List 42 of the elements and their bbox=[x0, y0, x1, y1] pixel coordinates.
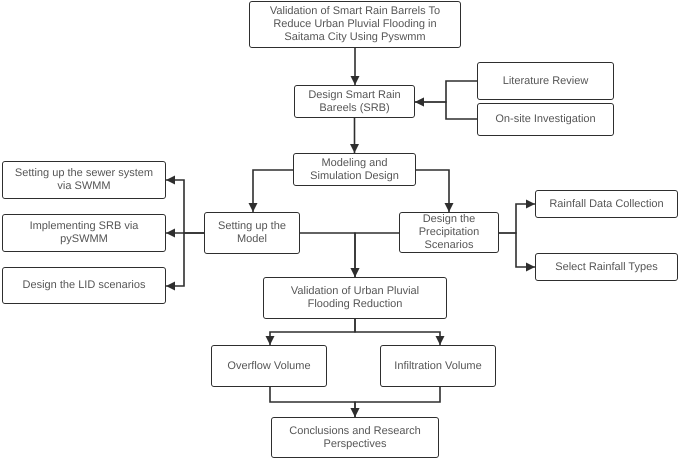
arrow bbox=[350, 48, 360, 85]
step-text: Setting up the sewer system via SWMM bbox=[14, 167, 154, 193]
process-box bbox=[271, 417, 439, 458]
title-box bbox=[249, 1, 461, 48]
process-box bbox=[380, 345, 496, 387]
step-text: Select Rainfall Types bbox=[555, 260, 658, 274]
step-text: On-site Investigation bbox=[495, 113, 596, 126]
step-text: Infiltration Volume bbox=[394, 360, 482, 372]
step-text: Implementing SRB via pySWMM bbox=[28, 220, 140, 246]
step-text: Design the Precipitation Scenarios bbox=[418, 213, 480, 252]
arrow bbox=[248, 169, 293, 212]
arrow bbox=[166, 232, 204, 290]
process-box bbox=[293, 153, 416, 186]
step-text: Setting up the Model bbox=[217, 220, 287, 246]
arrow bbox=[350, 232, 399, 277]
step-text: Design the LID scenarios bbox=[22, 279, 146, 292]
process-box bbox=[2, 161, 166, 199]
process-box bbox=[535, 190, 678, 218]
step-text: Validation of Smart Rain Barrels To Reduce Urban Pluvial Flooding in Saitama City Using Pyswmm bbox=[268, 5, 442, 44]
step-text: Modeling and Simulation Design bbox=[309, 156, 400, 182]
process-box bbox=[263, 277, 447, 319]
process-box bbox=[535, 253, 678, 281]
step-text: Validation of Urban Pluvial Flooding Reduction bbox=[290, 285, 420, 311]
process-box bbox=[2, 214, 166, 252]
process-box bbox=[211, 345, 327, 387]
step-text: Design Smart Rain Bareels (SRB) bbox=[307, 88, 402, 114]
process-box bbox=[477, 62, 614, 100]
step-text: Conclusions and Research Perspectives bbox=[288, 424, 422, 450]
process-box bbox=[2, 267, 166, 304]
process-box bbox=[204, 212, 300, 254]
step-text: Rainfall Data Collection bbox=[549, 198, 664, 210]
step-text: Overflow Volume bbox=[227, 360, 311, 372]
process-box bbox=[477, 103, 614, 136]
arrow bbox=[416, 169, 454, 212]
arrow bbox=[350, 387, 441, 417]
process-box bbox=[399, 212, 499, 253]
process-box bbox=[294, 85, 415, 118]
arrow bbox=[354, 319, 444, 345]
arrow bbox=[499, 232, 535, 272]
step-text: Literature Review bbox=[502, 74, 588, 88]
arrow bbox=[350, 118, 359, 153]
arrow bbox=[415, 98, 477, 120]
